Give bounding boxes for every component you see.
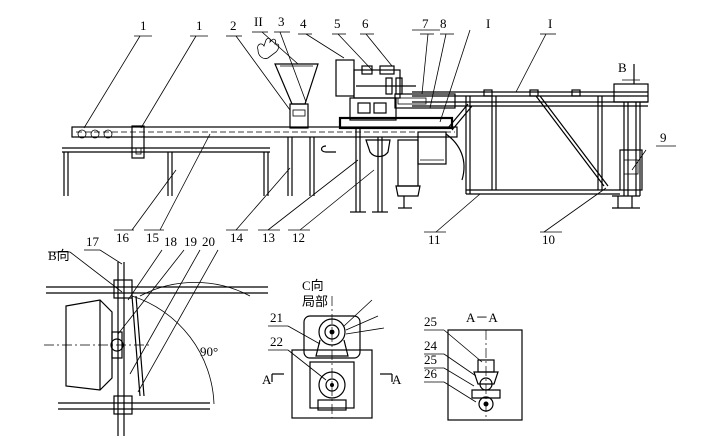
- callout-13: 13: [262, 230, 275, 245]
- view-c-title: C向: [302, 278, 324, 293]
- conveyor-support-frame: [62, 147, 270, 196]
- callout-labels-bottom: 16 15 14 13 12 11 10 9: [116, 130, 667, 247]
- callout-I-a: I: [486, 16, 490, 31]
- callout-19: 19: [184, 234, 197, 249]
- main-elevation-view: [62, 37, 649, 213]
- discharge-unit: [612, 64, 649, 209]
- section-labels: A－A 25 24 25 26: [424, 310, 498, 381]
- callout-24: 24: [424, 338, 438, 353]
- view-c-labels: C向 局部 21 22 A A: [262, 278, 402, 387]
- top-leaders: [83, 29, 547, 129]
- drive-assembly: [335, 59, 456, 130]
- label-underlines: [114, 31, 676, 233]
- callout-25a: 25: [424, 314, 437, 329]
- view-b: [44, 249, 268, 436]
- callout-II: II: [254, 14, 263, 29]
- callout-25b: 25: [424, 352, 437, 367]
- callout-16: 16: [116, 230, 130, 245]
- callout-14: 14: [230, 230, 244, 245]
- callout-26: 26: [424, 366, 438, 381]
- callout-1a: 1: [140, 18, 147, 33]
- callout-21: 21: [270, 310, 283, 325]
- callout-12: 12: [292, 230, 305, 245]
- callout-I-b: I: [548, 16, 552, 31]
- callout-2: 2: [230, 18, 237, 33]
- callout-15: 15: [146, 230, 159, 245]
- view-b-title: B向: [48, 248, 70, 263]
- callout-5: 5: [334, 16, 341, 31]
- callout-1b: 1: [196, 18, 203, 33]
- view-b-labels: B向 17 18 19 20 90°: [48, 234, 218, 359]
- hopper: [274, 63, 319, 196]
- hand-icon: [257, 37, 280, 59]
- main-frame: [412, 89, 648, 195]
- callout-labels-top: 1 1 2 II 3 4 5 6 7 8 I I B: [140, 14, 627, 75]
- section-title: A－A: [466, 310, 498, 325]
- view-b-marker: B: [618, 60, 627, 75]
- callout-18: 18: [164, 234, 177, 249]
- conveyor-belt: [71, 125, 458, 159]
- view-c: [268, 296, 393, 419]
- callout-3: 3: [278, 14, 285, 29]
- callout-9: 9: [660, 130, 667, 145]
- callout-22: 22: [270, 334, 283, 349]
- callout-17: 17: [86, 234, 100, 249]
- callout-20: 20: [202, 234, 215, 249]
- callout-11: 11: [428, 232, 441, 247]
- section-mark-left: A: [262, 372, 272, 387]
- drive-posts: [320, 128, 447, 213]
- callout-10: 10: [542, 232, 555, 247]
- callout-6: 6: [362, 16, 369, 31]
- callout-8: 8: [440, 16, 447, 31]
- callout-7: 7: [422, 16, 429, 31]
- angle-label: 90°: [200, 344, 218, 359]
- callout-4: 4: [300, 16, 307, 31]
- section-a-a: [424, 329, 523, 421]
- bottom-leaders: [131, 133, 647, 233]
- section-mark-right: A: [392, 372, 402, 387]
- view-c-subtitle: 局部: [302, 294, 328, 309]
